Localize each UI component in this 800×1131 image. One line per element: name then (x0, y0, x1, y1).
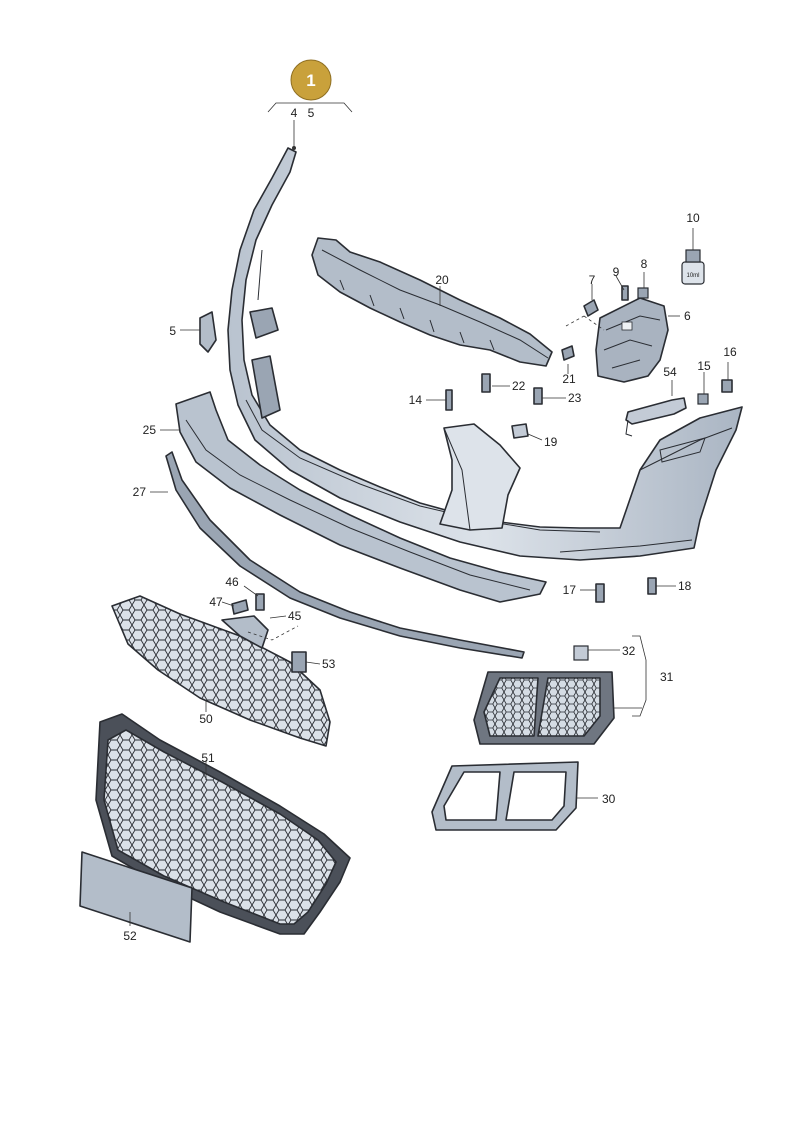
label-19[interactable]: 19 (544, 435, 558, 449)
adhesive-bottle-10: 10ml (681, 249, 705, 285)
label-5[interactable]: 5 (169, 324, 176, 338)
label-22[interactable]: 22 (512, 379, 526, 393)
side-grille-31 (473, 645, 615, 745)
label-52[interactable]: 52 (123, 929, 137, 943)
label-27[interactable]: 27 (133, 485, 147, 499)
badge-label: 1 (306, 71, 315, 90)
label-54[interactable]: 54 (663, 365, 677, 379)
label-50[interactable]: 50 (199, 712, 213, 726)
label-46[interactable]: 46 (225, 575, 239, 589)
side-frame-30 (431, 761, 579, 831)
label-32[interactable]: 32 (622, 644, 636, 658)
label-20[interactable]: 20 (435, 273, 449, 287)
lower-grille-50 (111, 595, 331, 747)
label-53[interactable]: 53 (322, 657, 336, 671)
side-bracket-6 (595, 297, 669, 383)
callout-badge-1[interactable]: 1 (290, 59, 332, 101)
label-5-top[interactable]: 5 (308, 106, 315, 120)
upper-bracket-20 (311, 237, 553, 367)
lower-spoiler-25 (175, 391, 547, 603)
label-6[interactable]: 6 (684, 309, 691, 323)
label-10[interactable]: 10 (686, 211, 700, 225)
label-14[interactable]: 14 (409, 393, 423, 407)
label-7[interactable]: 7 (589, 273, 596, 287)
leader-lines (129, 228, 729, 926)
trim-strip-27 (165, 451, 525, 659)
bumper-cover (227, 147, 743, 561)
bottle-label: 10ml (686, 273, 699, 279)
label-16[interactable]: 16 (723, 345, 737, 359)
label-45[interactable]: 45 (288, 609, 302, 623)
label-4[interactable]: 4 (291, 106, 298, 120)
label-51[interactable]: 51 (201, 751, 215, 765)
label-31[interactable]: 31 (660, 670, 674, 684)
label-30[interactable]: 30 (602, 792, 616, 806)
label-15[interactable]: 15 (697, 359, 711, 373)
label-9[interactable]: 9 (613, 265, 620, 279)
label-23[interactable]: 23 (568, 391, 582, 405)
label-8[interactable]: 8 (641, 257, 648, 271)
label-17[interactable]: 17 (563, 583, 577, 597)
reflector-54 (625, 397, 687, 437)
label-21[interactable]: 21 (562, 372, 576, 386)
label-25[interactable]: 25 (143, 423, 157, 437)
label-47[interactable]: 47 (209, 595, 223, 609)
label-18[interactable]: 18 (678, 579, 692, 593)
fasteners (199, 285, 733, 673)
part-labels: 4 5 5 6 7 8 9 10 14 15 16 17 18 19 20 21… (123, 106, 737, 943)
license-plate-52 (79, 851, 193, 943)
